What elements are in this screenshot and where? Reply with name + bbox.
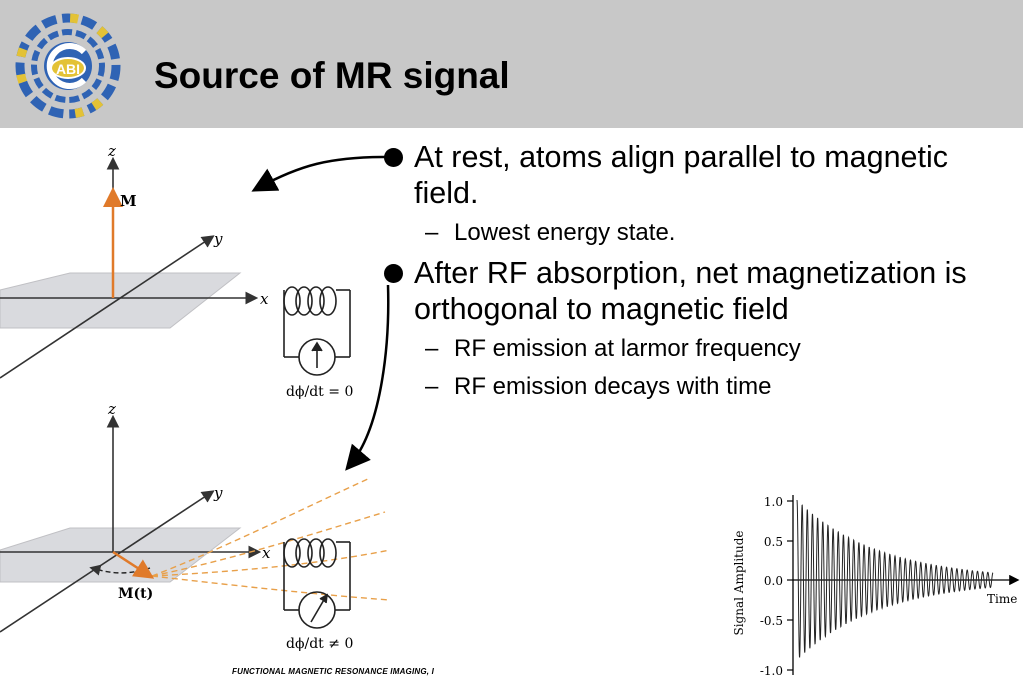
plot-y-ticks — [787, 500, 793, 671]
pointer-arrows — [251, 155, 390, 471]
y-tick-label: -1.0 — [760, 664, 783, 678]
x-axis-label: Time — [987, 592, 1017, 606]
sub-bullet-1-1: – Lowest energy state. — [384, 217, 1014, 249]
sub-bullet-2-1: – RF emission at larmor frequency — [384, 333, 1014, 365]
signal-plot: 1.0 0.5 0.0 -0.5 -1.0 Signal Amplitude T… — [732, 495, 1020, 678]
bullet-dot-icon — [384, 264, 403, 283]
pointer-arrow-top — [251, 155, 387, 192]
bullet-1-text: At rest, atoms align parallel to magneti… — [414, 140, 949, 210]
y-axis — [0, 490, 215, 633]
sub-bullet-2-1-text: RF emission at larmor frequency — [454, 335, 801, 362]
coil-equation: dϕ/dt = 0 — [286, 384, 353, 400]
y-axis — [0, 235, 215, 379]
dash-icon: – — [425, 335, 439, 362]
field-lines — [151, 477, 391, 601]
y-axis-label: Signal Amplitude — [732, 530, 746, 635]
slide-title: Source of MR signal — [154, 55, 510, 96]
magnetization-vector — [112, 550, 155, 579]
x-axis-label: x — [262, 544, 271, 562]
y-axis-label: y — [213, 484, 223, 502]
x-axis-label: x — [260, 290, 269, 308]
bullet-2-text: After RF absorption, net magnetization i… — [414, 256, 967, 326]
header-band: ABI Source of MR signal — [0, 0, 1023, 128]
coil-equation: dϕ/dt ≠ 0 — [286, 636, 353, 652]
diagram-precession: z y x M(t) dϕ/dt ≠ 0 — [0, 400, 391, 652]
logo-ring-outer — [15, 13, 121, 119]
bullet-list: At rest, atoms align parallel to magneti… — [384, 139, 1014, 409]
y-tick-label: -0.5 — [760, 614, 783, 628]
vector-label: M(t) — [118, 586, 153, 602]
sub-bullet-2-2-text: RF emission decays with time — [454, 373, 772, 400]
xy-plane — [0, 527, 242, 583]
dash-icon: – — [425, 219, 439, 246]
abi-logo: ABI — [15, 13, 121, 119]
y-tick-label: 0.5 — [764, 535, 783, 549]
xy-plane — [0, 272, 242, 329]
coil-circuit — [283, 286, 351, 376]
credit-line: FUNCTIONAL MAGNETIC RESONANCE IMAGING, I — [232, 667, 435, 676]
sub-bullet-1-1-text: Lowest energy state. — [454, 219, 676, 246]
pointer-arrow-bottom — [345, 284, 390, 471]
z-axis-label: z — [107, 142, 116, 160]
coil-circuit — [283, 538, 351, 629]
y-tick-label: 1.0 — [764, 495, 783, 509]
diagram-at-rest: z y x M dϕ/dt = 0 — [0, 142, 353, 400]
y-axis-label: y — [213, 230, 223, 248]
signal-waveform — [796, 499, 994, 658]
bullet-2: After RF absorption, net magnetization i… — [384, 255, 1014, 327]
sub-bullet-2-2: – RF emission decays with time — [384, 371, 1014, 403]
y-tick-label: 0.0 — [764, 574, 783, 588]
vector-label: M — [120, 192, 137, 210]
precession-path — [89, 564, 151, 576]
bullet-1: At rest, atoms align parallel to magneti… — [384, 139, 1014, 211]
bullet-dot-icon — [384, 148, 403, 167]
logo-text: ABI — [56, 61, 80, 77]
dash-icon: – — [425, 373, 439, 400]
z-axis-label: z — [107, 400, 116, 418]
